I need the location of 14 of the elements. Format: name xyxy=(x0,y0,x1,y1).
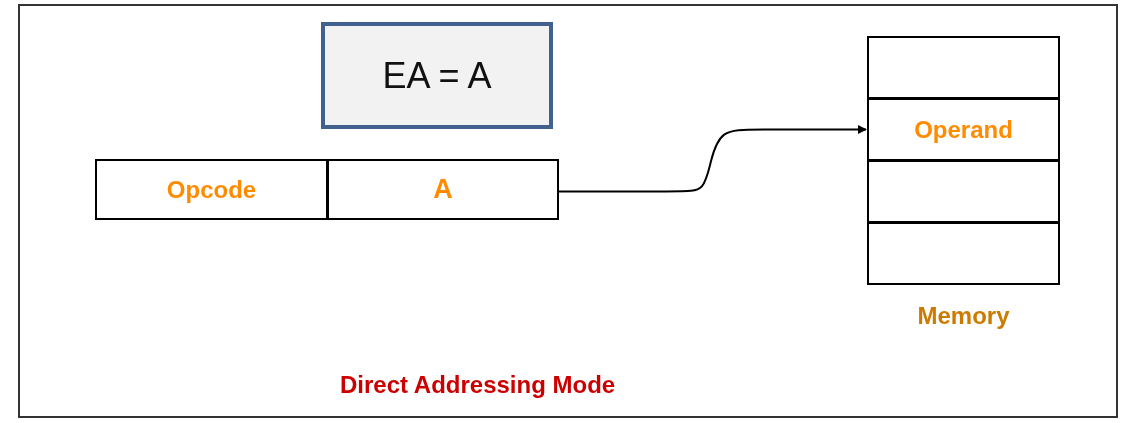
memory-cell xyxy=(867,222,1060,285)
field-label: A xyxy=(433,174,453,205)
field-label: Operand xyxy=(914,115,1013,144)
memory-cell xyxy=(867,160,1060,223)
opcode-field xyxy=(95,159,328,220)
memory-cell xyxy=(867,98,1060,161)
address-field xyxy=(327,159,559,220)
memory-cell xyxy=(867,36,1060,99)
arrow xyxy=(558,125,867,193)
field-label: Opcode xyxy=(166,175,257,204)
diagram-caption: Direct Addressing Mode xyxy=(340,371,616,399)
memory-label: Memory xyxy=(917,302,1010,330)
formula-text: EA = A xyxy=(382,54,492,97)
formula-box xyxy=(321,22,553,129)
